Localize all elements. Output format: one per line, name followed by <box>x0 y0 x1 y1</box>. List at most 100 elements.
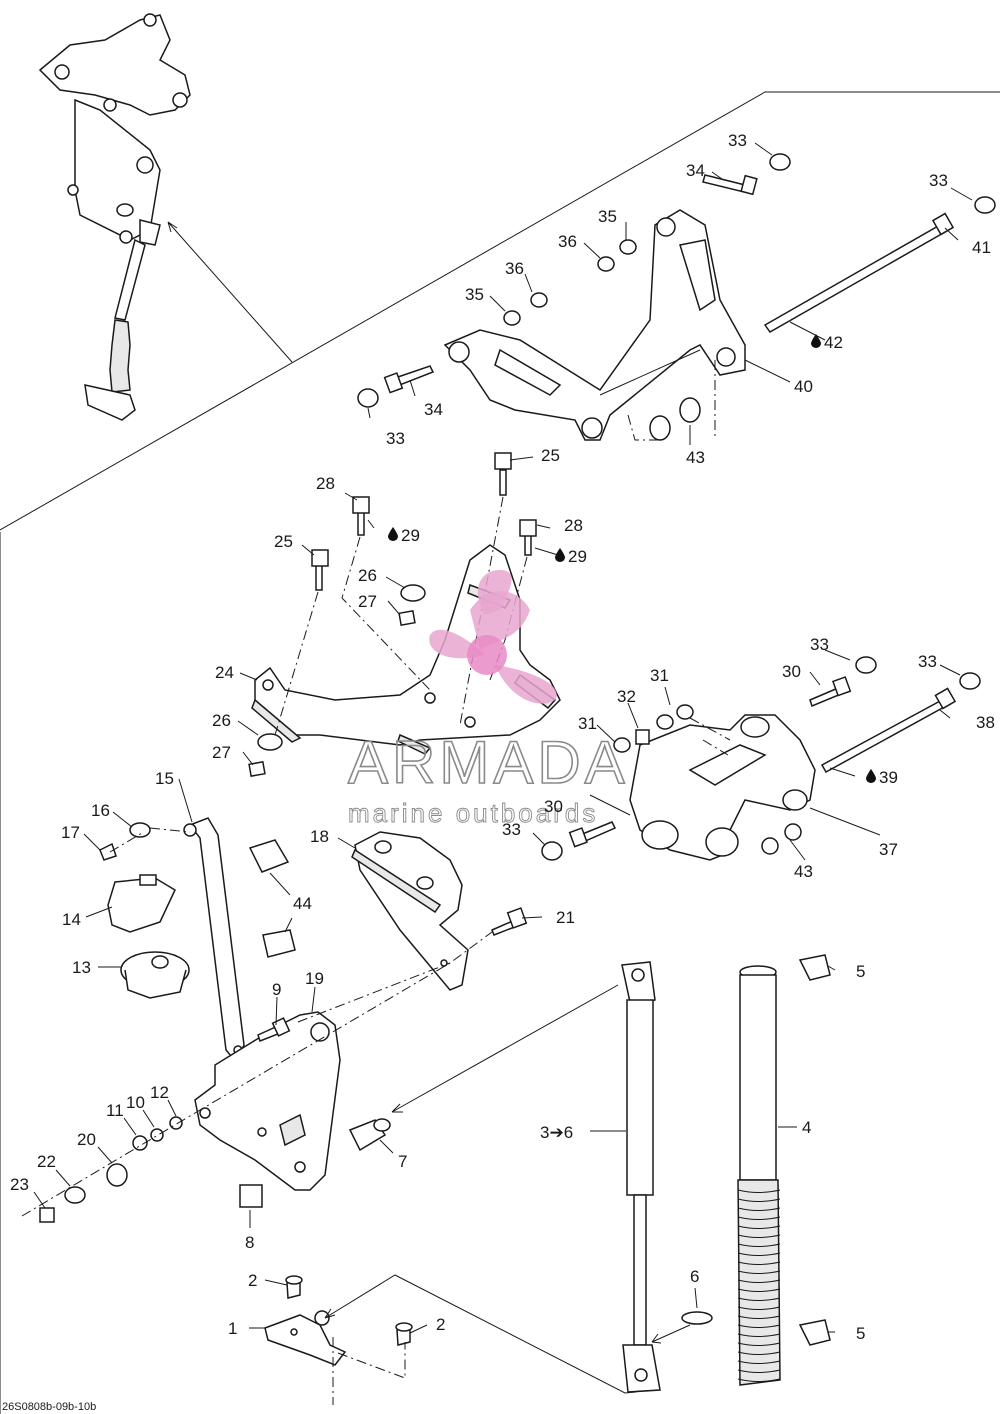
callout-30: 30 <box>544 797 563 816</box>
bellows-ridge <box>737 1306 781 1310</box>
callout-2: 2 <box>436 1315 445 1334</box>
brand-name: ARMADA <box>348 729 629 796</box>
callout-12: 12 <box>150 1083 169 1102</box>
callout-25: 25 <box>274 532 293 551</box>
callout-33: 33 <box>810 635 829 654</box>
callout-34: 34 <box>686 161 705 180</box>
bellows-ridge <box>737 1351 781 1355</box>
callout-6: 6 <box>690 1267 699 1286</box>
brand-tagline: marine outboards <box>348 798 598 828</box>
inset-pointer-arrow <box>167 221 293 363</box>
callout-leaders <box>33 142 973 1334</box>
callout-24: 24 <box>215 663 234 682</box>
bellows-ridge <box>737 1252 781 1256</box>
oil-drop-icon <box>866 769 876 783</box>
callout-43: 43 <box>686 448 705 467</box>
bellows-ridge <box>737 1198 781 1202</box>
brand-watermark: ARMADA marine outboards <box>347 570 629 828</box>
callout-26: 26 <box>358 566 377 585</box>
callout-7: 7 <box>398 1152 407 1171</box>
middle-hardware <box>248 452 537 777</box>
bellows-4 <box>681 954 831 1386</box>
bellows-ridge <box>737 1315 781 1319</box>
upper-bracket-40 <box>443 209 746 441</box>
bellows-ridge <box>737 1234 781 1238</box>
callout-40: 40 <box>794 377 813 396</box>
callout-29: 29 <box>401 526 420 545</box>
callout-18: 18 <box>310 827 329 846</box>
callout-28: 28 <box>316 474 335 493</box>
bellows-ridge <box>737 1342 781 1346</box>
oil-drop-icon <box>555 548 565 562</box>
callout-9: 9 <box>272 980 281 999</box>
bellows-ridge <box>737 1189 781 1193</box>
callout-23: 23 <box>10 1175 29 1194</box>
drawing-code: 26S0808b-09b-10b <box>2 1401 96 1413</box>
callout-5: 5 <box>856 1324 865 1343</box>
callout-2: 2 <box>248 1271 257 1290</box>
callout-10: 10 <box>126 1093 145 1112</box>
bellows-ridge <box>737 1225 781 1229</box>
lower-bracket-37 <box>629 714 816 861</box>
oil-drop-icon <box>388 527 398 541</box>
callout-43: 43 <box>794 862 813 881</box>
gas-spring-3 <box>621 961 661 1393</box>
callout-38: 38 <box>976 713 995 732</box>
callout-13: 13 <box>72 958 91 977</box>
lower-bracket-hardware <box>541 656 981 861</box>
callout-30: 30 <box>782 662 801 681</box>
callout-1: 1 <box>228 1319 237 1338</box>
bellows-ridge <box>737 1207 781 1211</box>
bellows-ridges <box>737 1189 781 1382</box>
callout-37: 37 <box>879 840 898 859</box>
callout-44: 44 <box>293 894 312 913</box>
callout-4: 4 <box>802 1118 811 1137</box>
callout-17: 17 <box>61 823 80 842</box>
bellows-ridge <box>737 1297 781 1301</box>
callout-35: 35 <box>598 207 617 226</box>
bellows-ridge <box>737 1288 781 1292</box>
callout-27: 27 <box>212 743 231 762</box>
callout-15: 15 <box>155 769 174 788</box>
callout-42: 42 <box>824 333 843 352</box>
callout-36: 36 <box>505 259 524 278</box>
callout-36: 36 <box>558 232 577 251</box>
callout-31: 31 <box>578 714 597 733</box>
bellows-ridge <box>737 1324 781 1328</box>
callout-11: 11 <box>106 1101 124 1120</box>
callout-20: 20 <box>77 1130 96 1149</box>
callout-26: 26 <box>212 711 231 730</box>
bellows-ridge <box>737 1378 781 1382</box>
assembly-guide-lines <box>21 827 493 1217</box>
callout-39: 39 <box>879 768 898 787</box>
oil-drop-icon <box>811 334 821 348</box>
bellows-ridge <box>737 1270 781 1274</box>
section-boundary <box>0 91 1000 1414</box>
callout-14: 14 <box>62 910 81 929</box>
cable-holder-18 <box>351 831 528 991</box>
lever-hardware <box>39 822 391 1223</box>
bracket-plate-24 <box>251 544 561 755</box>
callout-34: 34 <box>424 400 443 419</box>
bellows-ridge <box>737 1333 781 1337</box>
callout-labels: 33 34 33 35 36 41 36 35 42 40 34 33 43 2… <box>2 131 995 1413</box>
upper-hardware <box>357 153 996 441</box>
bellows-ridge <box>737 1261 781 1265</box>
callout-33: 33 <box>386 429 405 448</box>
bellows-ridge <box>737 1360 781 1364</box>
callout-28: 28 <box>564 516 583 535</box>
callout-3-to-6: 3➔6 <box>540 1123 573 1142</box>
callout-32: 32 <box>617 687 636 706</box>
assembled-view-inset <box>38 13 191 421</box>
callout-33: 33 <box>929 171 948 190</box>
callout-8: 8 <box>245 1233 254 1252</box>
callout-29: 29 <box>568 547 587 566</box>
mounting-plate-19 <box>194 1011 341 1191</box>
callout-25: 25 <box>541 446 560 465</box>
bellows-ridge <box>737 1216 781 1220</box>
connection-arrows <box>324 984 691 1394</box>
callout-16: 16 <box>91 801 110 820</box>
callout-21: 21 <box>556 908 575 927</box>
callout-27: 27 <box>358 592 377 611</box>
